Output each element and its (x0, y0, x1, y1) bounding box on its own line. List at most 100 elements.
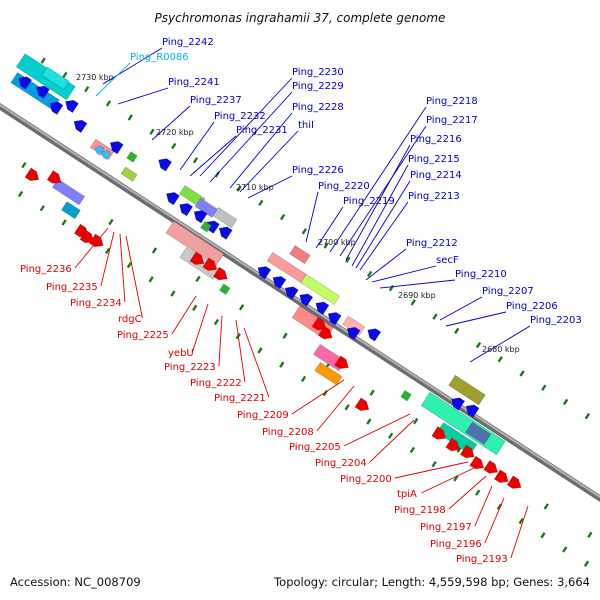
reverse-gene-arrow (18, 76, 33, 90)
arrow-shape (299, 293, 314, 307)
tick-mark (279, 213, 286, 221)
gene-block (465, 421, 492, 445)
tick-mark (39, 205, 45, 212)
gene-label: Ping_2213 (408, 191, 460, 202)
tick-mark (84, 85, 90, 93)
tick-mark (151, 247, 158, 254)
gene-block (51, 178, 86, 206)
arrow-shape (49, 101, 64, 115)
arrow-shape (94, 145, 105, 156)
kbp-label: 2710 kbp (236, 183, 274, 192)
reverse-gene-arrow (465, 404, 480, 418)
leader-line (351, 164, 409, 267)
tick-mark (519, 370, 525, 377)
tick-mark (61, 219, 67, 226)
arrow-shape (327, 312, 342, 326)
kbp-label: 2700 kbp (318, 238, 356, 247)
gene-label: Ping_2215 (408, 154, 460, 165)
forward-gene-arrow (445, 437, 460, 452)
tick-mark (192, 304, 198, 311)
forward-gene-arrow (506, 475, 522, 489)
gene-label: rdgC (118, 314, 142, 325)
reverse-gene-arrow (315, 301, 330, 315)
forward-gene-arrow (202, 257, 217, 271)
tick-mark (345, 256, 351, 263)
leader-line (191, 303, 209, 353)
leader-line (315, 206, 344, 249)
arrow-shape (109, 141, 124, 155)
tick-mark (562, 398, 569, 406)
reverse-gene-arrow (73, 119, 88, 133)
arrow-shape (367, 328, 382, 342)
arrow-shape (179, 203, 193, 217)
gene-label: Ping_2218 (426, 96, 478, 107)
gene-label: Ping_2198 (394, 505, 446, 516)
tick-mark (17, 190, 24, 198)
leader-line (119, 233, 126, 303)
tick-mark (475, 341, 482, 349)
gene-label: Ping_2203 (530, 315, 582, 326)
arrow-shape (493, 469, 509, 483)
gene-label: Ping_2221 (214, 393, 266, 404)
gene-label: Ping_2206 (506, 301, 558, 312)
forward-gene-arrow (483, 460, 498, 474)
tick-mark (192, 157, 199, 164)
tick-mark (454, 327, 460, 335)
leader-line (179, 121, 215, 171)
leader-line (95, 62, 131, 97)
tick-mark (387, 432, 394, 439)
tick-mark (453, 475, 459, 482)
arrow-shape (36, 85, 50, 99)
gene-block (61, 201, 81, 220)
tick-mark (432, 313, 438, 320)
gene-label: tpiA (397, 489, 417, 500)
tick-mark (475, 489, 481, 496)
tick-mark (541, 384, 547, 391)
gene-label: Ping_2193 (456, 554, 508, 565)
gene-label: Ping_2228 (292, 102, 344, 113)
tick-mark (108, 218, 114, 226)
leader-line (355, 180, 411, 269)
kbp-label: 2690 kbp (398, 291, 436, 300)
reverse-gene-arrow (346, 326, 361, 341)
gene-features (10, 53, 522, 489)
tick-mark (104, 247, 111, 255)
gene-labels: Ping_2242Ping_R0086Ping_2241Ping_2237Pin… (20, 37, 582, 565)
arrow-shape (73, 119, 88, 133)
tick-mark (105, 100, 112, 107)
gene-label: secF (436, 255, 459, 266)
gene-label: Ping_2226 (292, 165, 344, 176)
gene-block (448, 374, 486, 406)
gene-label: Ping_2200 (340, 474, 392, 485)
arrow-shape (311, 316, 327, 331)
arrow-shape (465, 404, 480, 418)
arrow-shape (46, 170, 62, 184)
gene-label: Ping_2210 (455, 269, 507, 280)
tick-mark (257, 347, 263, 354)
forward-gene-arrow (317, 325, 333, 340)
arrow-shape (79, 229, 95, 244)
tick-mark (279, 361, 285, 368)
arrow-shape (101, 150, 112, 160)
gene-label: Ping_2232 (214, 111, 266, 122)
leader-line (102, 47, 163, 85)
gene-label: Ping_2197 (420, 522, 472, 533)
reverse-gene-arrow (451, 397, 465, 411)
arrow-shape (431, 426, 447, 440)
tick-mark (258, 199, 264, 207)
leader-line (218, 315, 223, 367)
forward-gene-arrow (354, 397, 370, 411)
gene-label: Ping_2216 (410, 134, 462, 145)
arrow-shape (483, 460, 498, 474)
reverse-gene-arrow (166, 192, 180, 206)
gene-label: Ping_2237 (190, 95, 242, 106)
reverse-gene-arrow (218, 226, 233, 240)
tick-marks (17, 57, 593, 567)
reverse-gene-arrow (65, 99, 79, 114)
gene-label: Ping_2208 (262, 427, 314, 438)
leader-line (125, 235, 143, 319)
arrow-shape (218, 226, 233, 240)
reverse-gene-arrow (257, 266, 272, 280)
leader-line (345, 144, 411, 261)
small-gene-block (400, 390, 412, 402)
